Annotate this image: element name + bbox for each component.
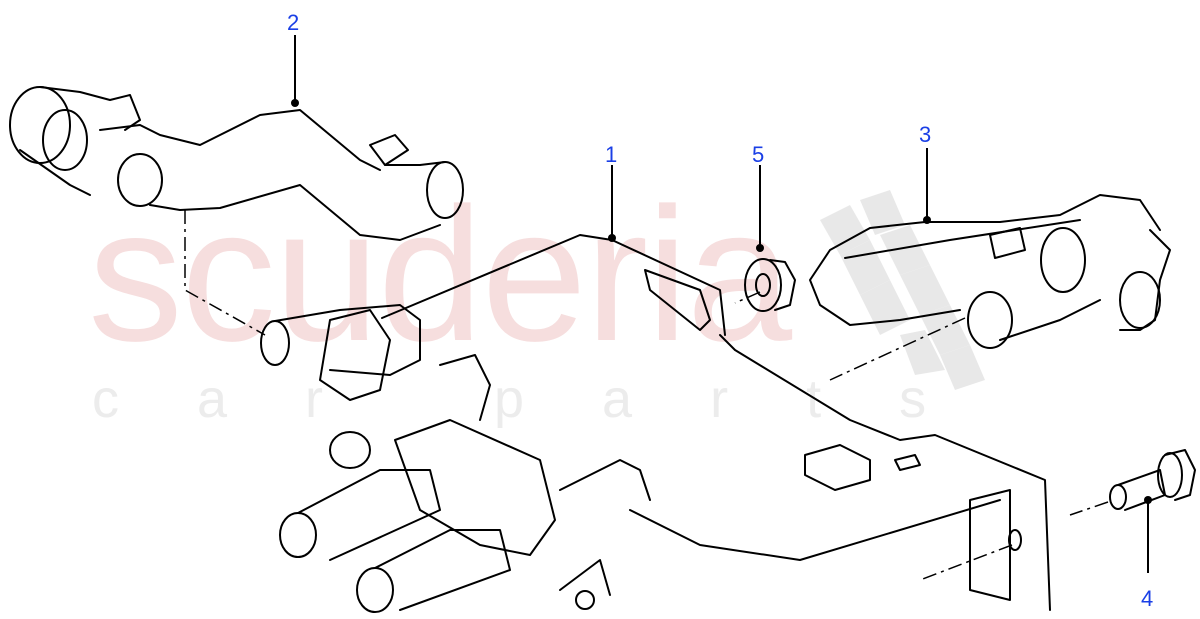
part-3-hose (809, 194, 1171, 349)
watermark-main: scuderia (88, 169, 792, 381)
leader-lines (294, 35, 1149, 573)
callout-1[interactable]: 1 (605, 142, 618, 167)
part-4-bolt (1109, 449, 1196, 511)
callout-2[interactable]: 2 (287, 10, 300, 35)
part-5-nut (744, 258, 796, 312)
callout-3[interactable]: 3 (919, 122, 932, 147)
part-2-hose (9, 86, 464, 241)
part-1-bracket (381, 234, 1051, 611)
assembly-lines (184, 210, 1109, 581)
checkered-flag-watermark (820, 190, 985, 390)
callout-4[interactable]: 4 (1141, 586, 1154, 611)
watermark-sub: car parts (92, 369, 1005, 429)
valve-assembly (260, 304, 651, 613)
callout-5[interactable]: 5 (752, 142, 765, 167)
leader-dots (291, 99, 1152, 504)
